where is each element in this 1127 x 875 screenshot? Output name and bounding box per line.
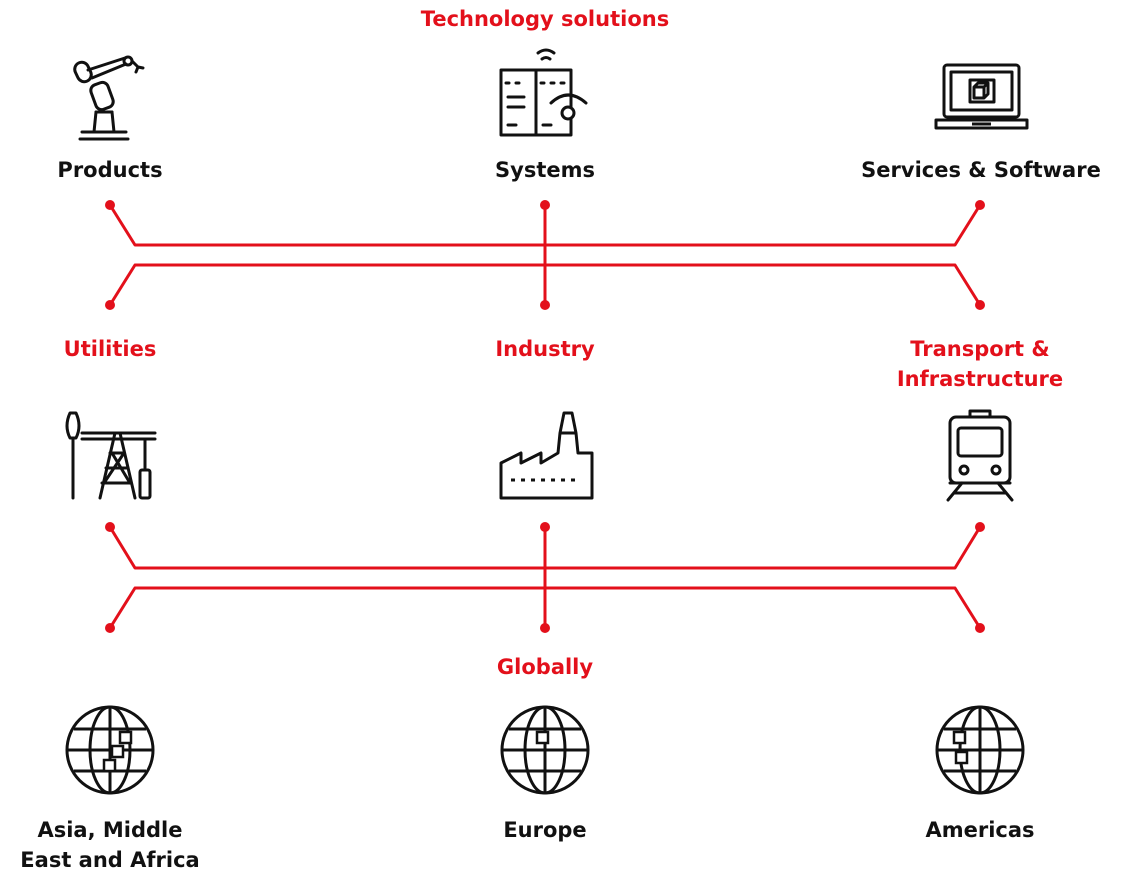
utilities-label: Utilities <box>63 337 157 361</box>
node-dot <box>975 623 985 633</box>
globe-icon-europe <box>500 705 590 795</box>
node-dot <box>540 623 550 633</box>
node-dot <box>975 200 985 210</box>
node-dot <box>105 623 115 633</box>
transport-infrastructure-label: Transport & Infrastructure <box>860 334 1100 394</box>
systems-label: Systems <box>495 158 595 182</box>
products-label: Products <box>57 158 163 182</box>
globally-title: Globally <box>496 655 594 679</box>
asia-mea-label-line2: East and Africa <box>20 848 200 872</box>
europe-label: Europe <box>503 818 587 842</box>
node-dot <box>540 200 550 210</box>
globe-icon-asia-mea <box>65 705 155 795</box>
laptop-cube-icon <box>934 63 1029 130</box>
node-dot <box>105 200 115 210</box>
industry-label: Industry <box>495 337 595 361</box>
asia-mea-label-line1: Asia, Middle <box>37 818 183 842</box>
node-dot <box>975 300 985 310</box>
node-dot <box>540 300 550 310</box>
train-icon <box>946 409 1014 502</box>
industrial-robot-arm-icon <box>73 55 145 141</box>
asia-mea-label: Asia, Middle East and Africa <box>10 815 210 875</box>
services-software-label: Services & Software <box>861 158 1101 182</box>
node-dot <box>975 522 985 532</box>
control-system-wireless-icon <box>499 48 588 137</box>
factory-icon <box>499 411 594 500</box>
globe-icon-americas <box>935 705 1025 795</box>
transport-label-line1: Transport & <box>910 337 1050 361</box>
node-dot <box>105 300 115 310</box>
americas-label: Americas <box>925 818 1035 842</box>
node-dot <box>540 522 550 532</box>
transport-label-line2: Infrastructure <box>896 367 1064 391</box>
node-dot <box>105 522 115 532</box>
oil-pump-pylon-icon <box>65 411 157 500</box>
technology-solutions-title: Technology solutions <box>420 7 670 31</box>
